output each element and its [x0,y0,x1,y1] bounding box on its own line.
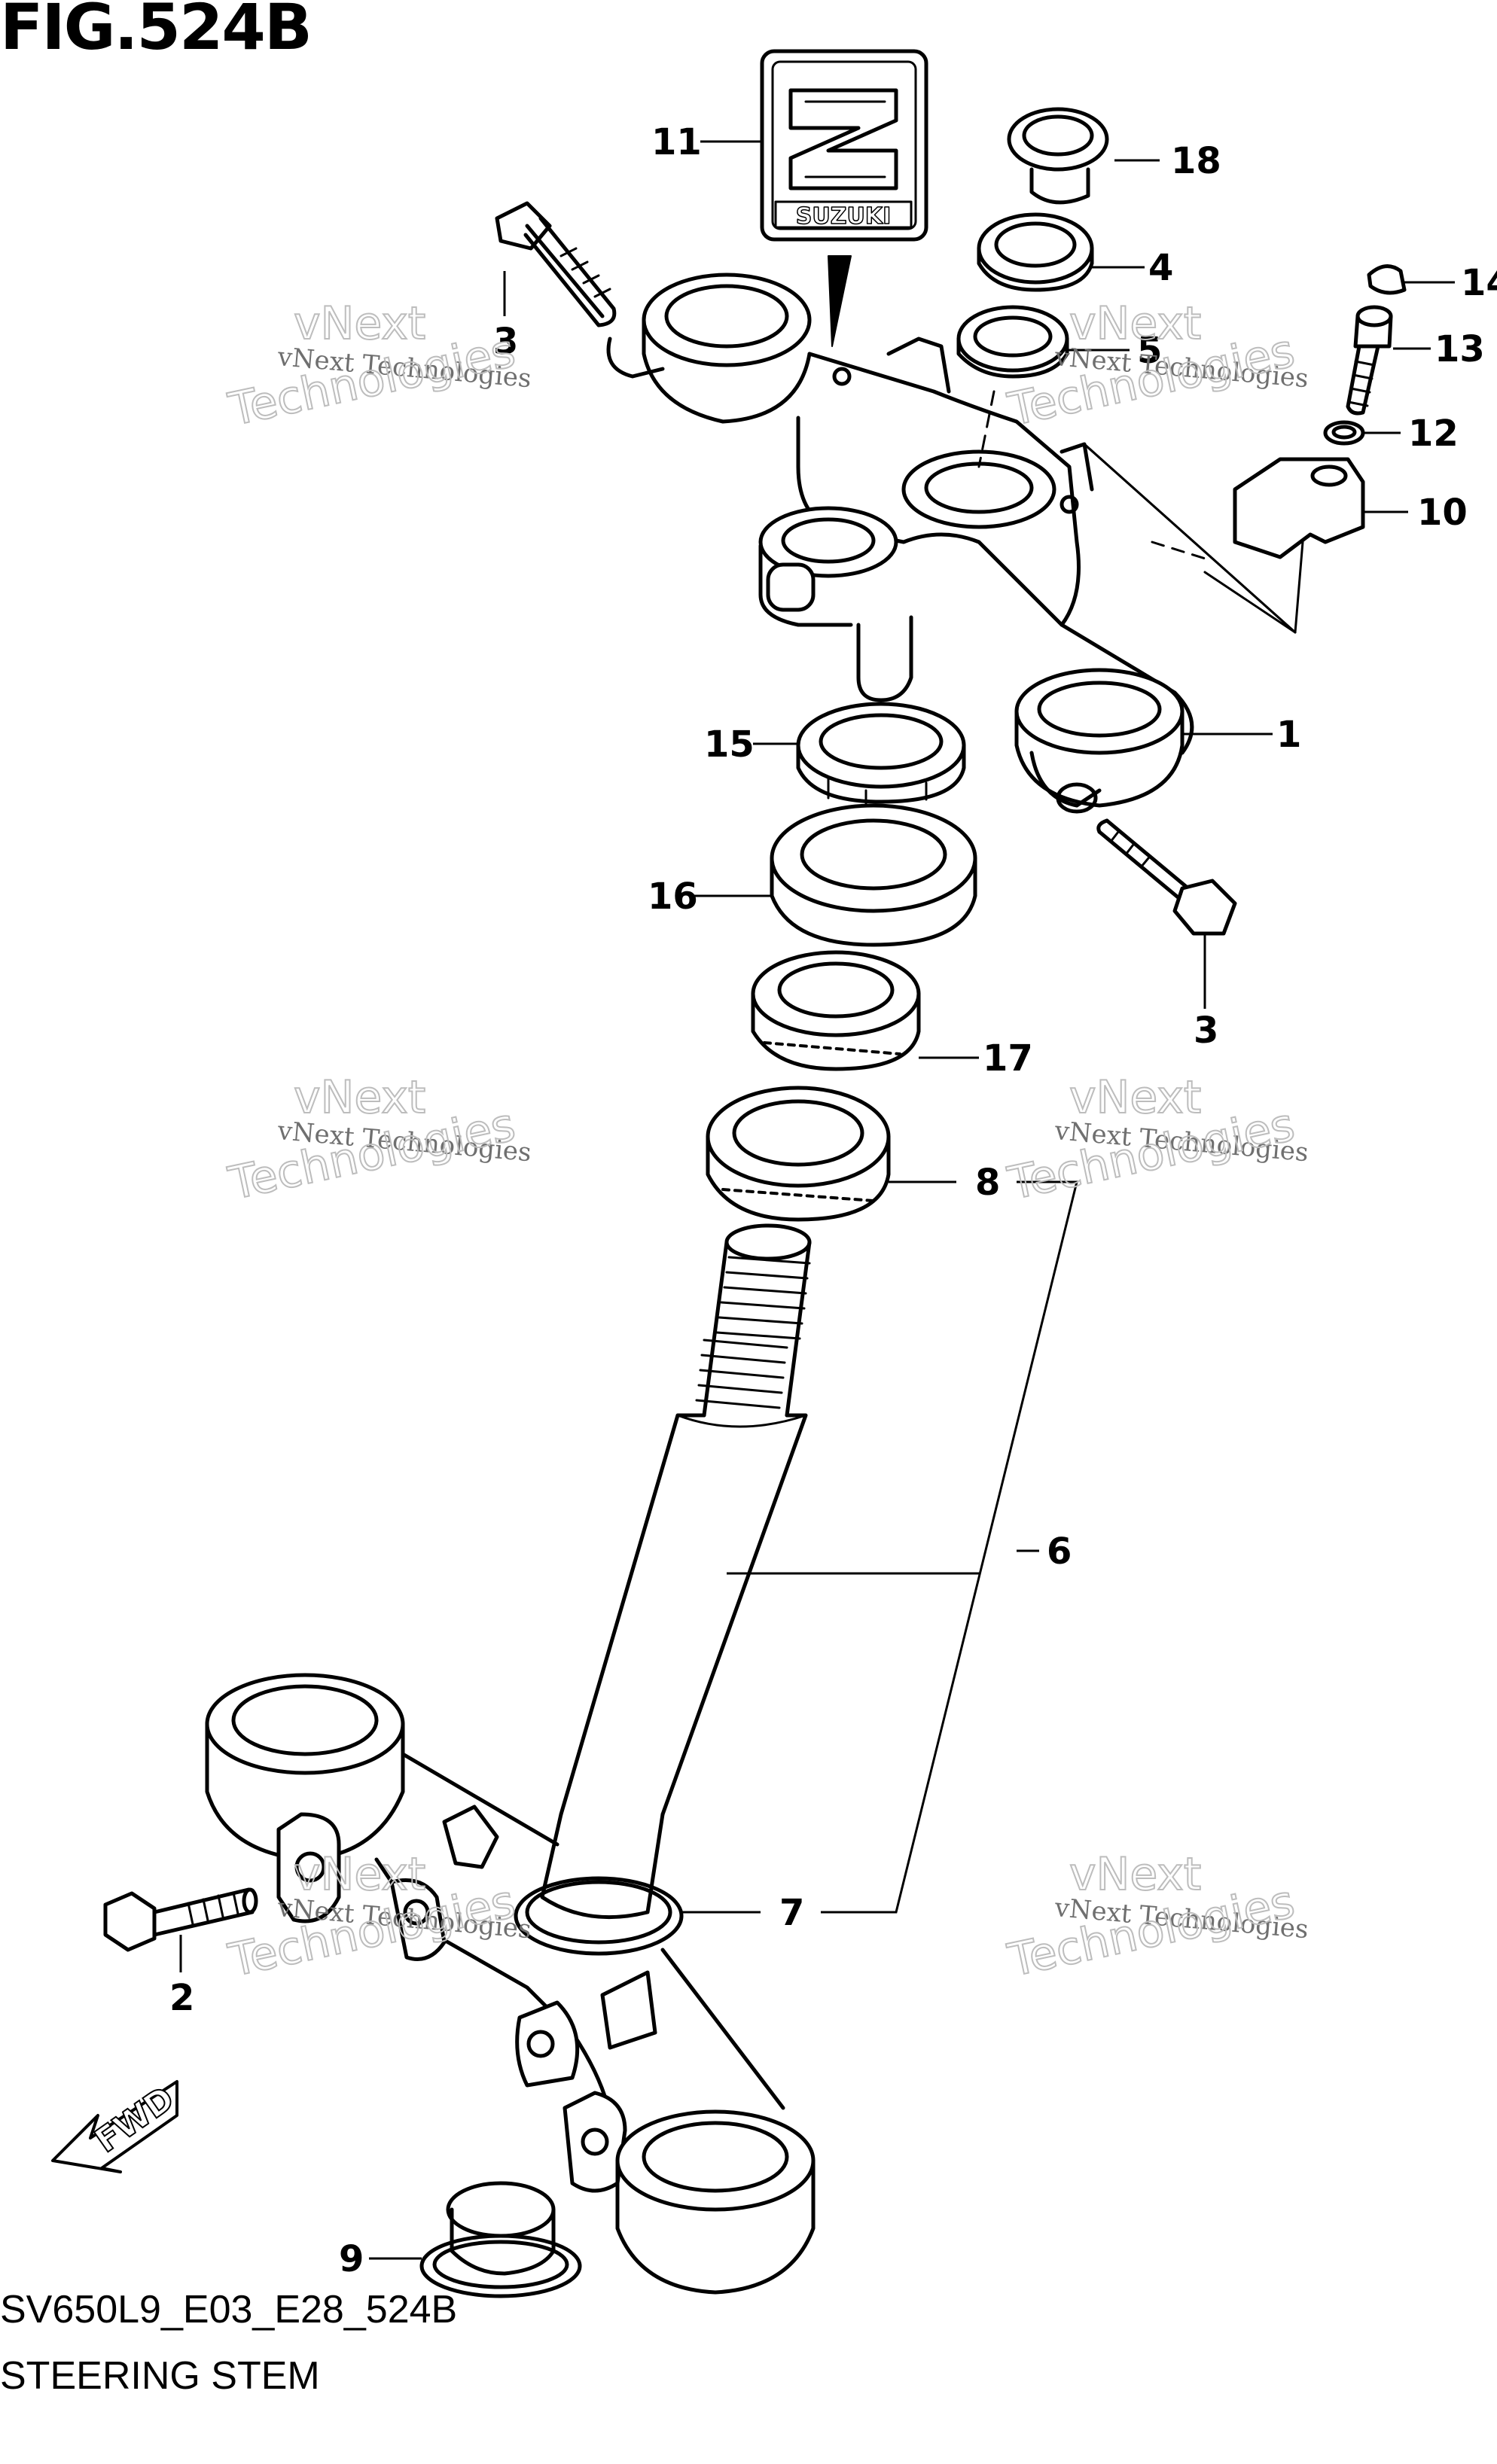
watermark-4: vNext vNext Technologies Technologies [1003,1071,1310,1211]
part-12-washer [1323,420,1365,446]
watermark-6: vNext vNext Technologies Technologies [1003,1847,1310,1988]
callout-10: 10 [1417,492,1468,534]
logo-text: SUZUKI [796,203,892,230]
watermark-1: vNext vNext Technologies Technologies [224,297,533,437]
part-6-steering-stem [540,1223,812,1920]
leader-lines [179,140,1455,2260]
callout-18: 18 [1171,140,1221,182]
fwd-label: FWD [88,2079,181,2161]
watermark-5: vNext vNext Technologies Technologies [224,1847,533,1988]
callout-4: 4 [1148,247,1173,289]
callout-9: 9 [339,2238,364,2280]
callout-1: 1 [1276,714,1301,756]
figure-code: SV650L9_E03_E28_524B [0,2288,458,2332]
part-10-holder [1233,457,1365,559]
part-11-emblem: SUZUKI [760,49,928,242]
callout-12: 12 [1408,413,1459,455]
watermark-3: vNext vNext Technologies Technologies [224,1071,533,1211]
fwd-arrow-icon [51,2080,178,2173]
part-1-upper-bracket [606,273,1194,814]
callout-6: 6 [1047,1530,1072,1573]
callout-17: 17 [983,1037,1033,1080]
svg-text:vNext: vNext [1069,1071,1201,1124]
callout-13: 13 [1434,328,1485,370]
part-16-seal [770,803,977,947]
callout-15: 15 [704,723,755,766]
callout-2: 2 [169,1977,194,2019]
svg-text:vNext: vNext [294,1071,425,1124]
callout-3-lower: 3 [1194,1010,1218,1052]
part-8-bearing [706,1086,891,1222]
part-15-nut [796,702,966,806]
part-17-bearing [751,950,921,1071]
part-3-bolt-upper [495,201,617,327]
lower-bracket [205,1673,816,2295]
part-7-seal [514,1876,684,1956]
part-13-bolt [1346,305,1393,416]
callout-8: 8 [975,1162,1000,1204]
part-2-bolt [103,1887,258,1952]
figure-subtitle: STEERING STEM [0,2354,320,2398]
svg-text:vNext: vNext [1069,297,1201,350]
callout-11: 11 [651,121,702,163]
svg-text:vNext: vNext [1069,1848,1201,1901]
callout-7: 7 [779,1892,804,1934]
part-5-ring [956,305,1069,379]
callout-16: 16 [648,876,698,918]
callout-5: 5 [1137,330,1162,372]
part-3-bolt-lower [1096,818,1237,936]
svg-text:vNext: vNext [294,1848,425,1901]
part-18-cap [1007,107,1109,205]
svg-text:vNext: vNext [294,297,425,350]
part-4-washer [977,212,1094,292]
part-9-cap [419,2181,582,2298]
callout-3-upper: 3 [493,321,518,363]
figure-title: FIG.524B [0,0,313,64]
part-14-cap [1367,264,1407,295]
callout-14: 14 [1461,262,1497,304]
